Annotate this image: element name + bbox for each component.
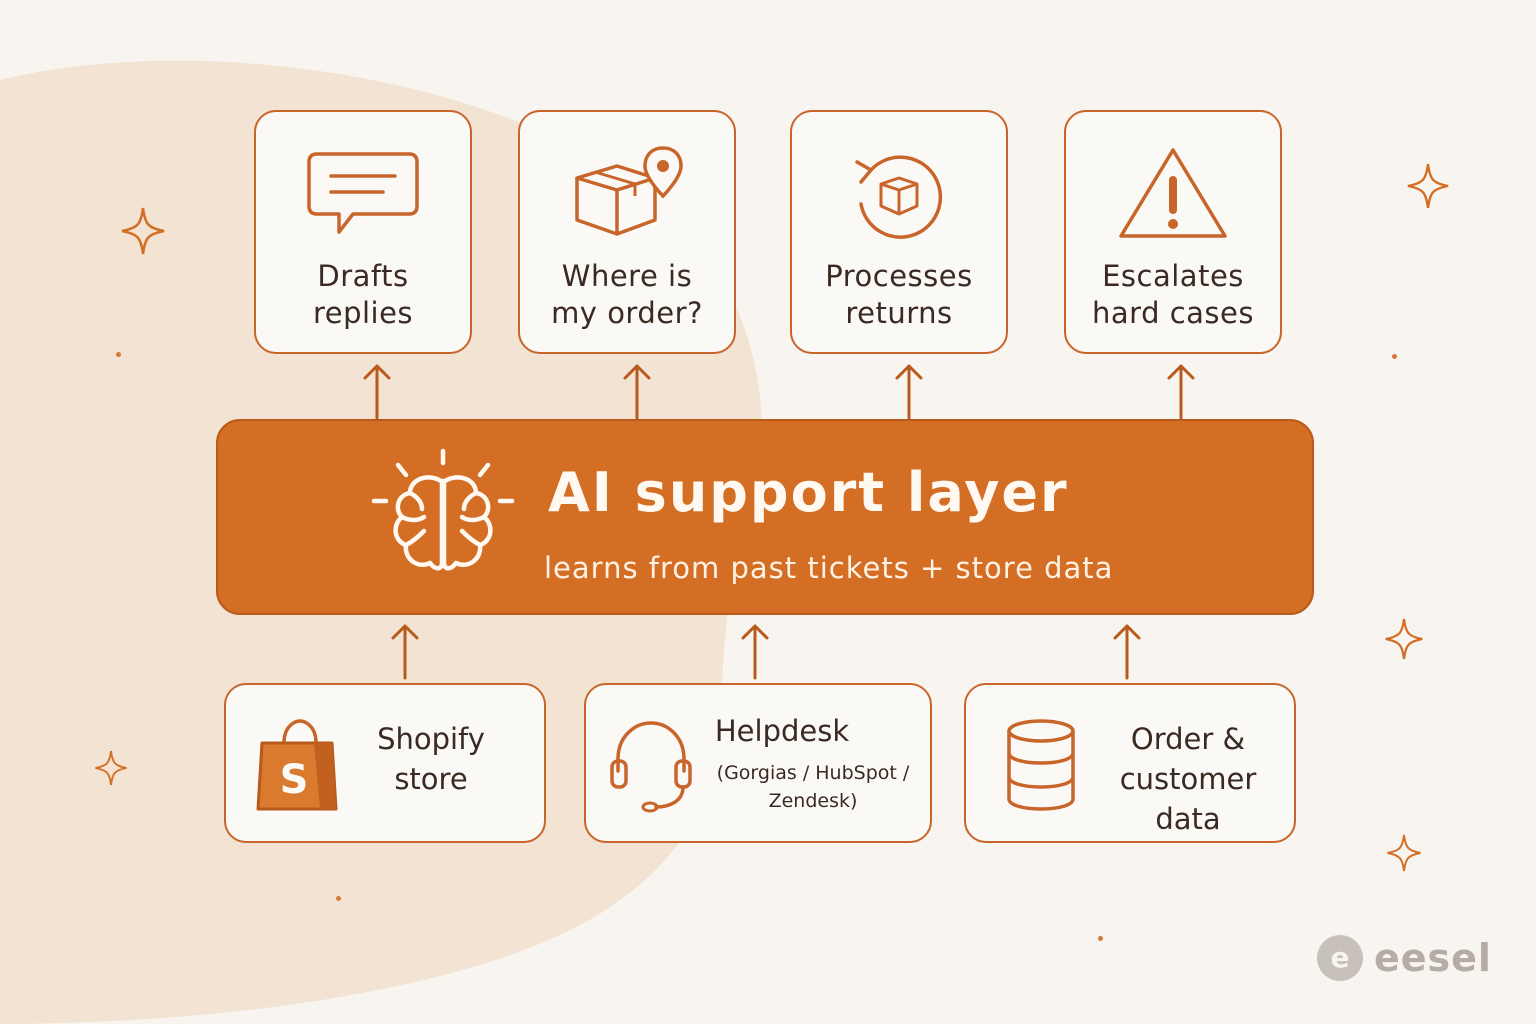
source-sublabel: (Gorgias / HubSpot / Zendesk) bbox=[716, 762, 910, 812]
ai-support-layer: AI support layer learns from past ticket… bbox=[216, 419, 1314, 615]
source-label: Order & customer data bbox=[1119, 722, 1257, 836]
sparkle-icon bbox=[121, 207, 165, 255]
ai-layer-title: AI support layer bbox=[548, 461, 1069, 524]
source-box-data: Order & customer data bbox=[964, 683, 1296, 843]
headset-icon bbox=[610, 721, 692, 813]
brain-icon bbox=[371, 448, 515, 571]
sparkle-icon bbox=[1407, 163, 1449, 209]
database-icon bbox=[1007, 719, 1075, 811]
sparkle-icon bbox=[1385, 618, 1423, 660]
capability-box-returns: Processes returns bbox=[790, 110, 1008, 354]
shopify-letter: S bbox=[280, 757, 309, 803]
decor-dot bbox=[336, 896, 341, 901]
return-package-icon bbox=[855, 155, 943, 239]
shopify-bag-icon: S bbox=[256, 719, 338, 811]
svg-text:e: e bbox=[1331, 941, 1350, 974]
source-box-shopify: S Shopify store bbox=[224, 683, 546, 843]
decor-dot bbox=[116, 352, 121, 357]
source-box-helpdesk: Helpdesk (Gorgias / HubSpot / Zendesk) bbox=[584, 683, 932, 843]
capability-label: Where is my order? bbox=[551, 259, 703, 330]
eesel-logo-mark: e bbox=[1317, 935, 1363, 981]
arrow-up-icon bbox=[623, 364, 651, 420]
capability-box-order: Where is my order? bbox=[518, 110, 736, 354]
arrow-up-icon bbox=[391, 624, 419, 680]
sparkle-icon bbox=[1387, 834, 1421, 872]
capability-label: Processes returns bbox=[825, 259, 973, 330]
arrow-up-icon bbox=[1167, 364, 1195, 420]
source-label: Shopify store bbox=[377, 722, 485, 796]
source-label: Helpdesk bbox=[714, 714, 850, 748]
arrow-up-icon bbox=[363, 364, 391, 420]
ai-layer-subtitle: learns from past tickets + store data bbox=[544, 551, 1114, 585]
warning-icon bbox=[1119, 148, 1227, 238]
eesel-logo-text: eesel bbox=[1374, 936, 1492, 980]
arrow-up-icon bbox=[895, 364, 923, 420]
capability-box-drafts: Drafts replies bbox=[254, 110, 472, 354]
arrow-up-icon bbox=[1113, 624, 1141, 680]
capability-label: Drafts replies bbox=[312, 259, 414, 330]
package-location-icon bbox=[575, 146, 683, 236]
capability-label: Escalates hard cases bbox=[1092, 259, 1254, 330]
capability-box-escalate: Escalates hard cases bbox=[1064, 110, 1282, 354]
arrow-up-icon bbox=[741, 624, 769, 680]
decor-dot bbox=[1392, 354, 1397, 359]
eesel-logo: e eesel bbox=[1316, 934, 1492, 982]
sparkle-icon bbox=[95, 750, 127, 786]
decor-dot bbox=[1098, 936, 1103, 941]
chat-bubble-icon bbox=[307, 152, 419, 234]
